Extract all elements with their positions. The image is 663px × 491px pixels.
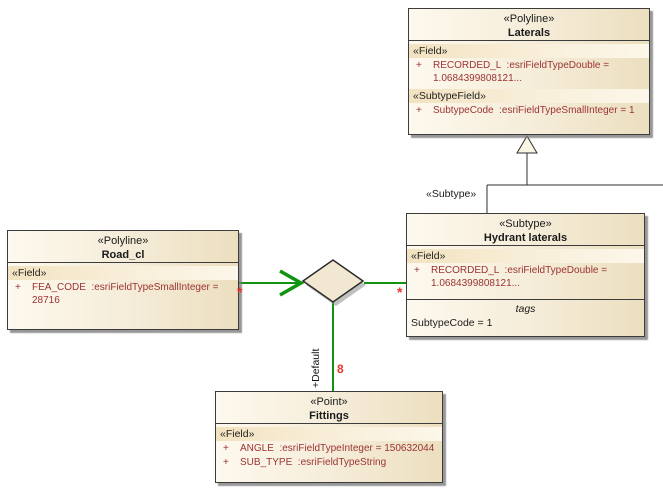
box-name: Hydrant laterals: [483, 232, 568, 244]
class-box-hydrant-laterals[interactable]: «Subtype» Hydrant laterals «Field» + REC…: [406, 213, 645, 337]
box-header: «Point» Fittings: [216, 392, 442, 424]
field-text: SubtypeCode :esriFieldTypeSmallInteger =…: [433, 105, 635, 116]
field-stereotype-band: «Field»: [216, 427, 442, 441]
field-text: RECORDED_L :esriFieldTypeDouble =: [433, 60, 610, 71]
visibility-plus: +: [223, 457, 229, 468]
association-role-label: +Default: [310, 348, 322, 388]
visibility-plus: +: [223, 443, 229, 454]
field-row: + SubtypeCode :esriFieldTypeSmallInteger…: [409, 103, 649, 117]
field-text: RECORDED_L :esriFieldTypeDouble =: [431, 265, 608, 276]
class-box-fittings[interactable]: «Point» Fittings «Field» + ANGLE :esriFi…: [215, 391, 443, 483]
box-name: Laterals: [507, 27, 551, 39]
box-header: «Subtype» Hydrant laterals: [407, 214, 644, 246]
box-name: Road_cl: [101, 249, 145, 261]
box-header: «Polyline» Laterals: [409, 9, 649, 41]
stereotype-label: «Polyline»: [503, 13, 555, 25]
field-row: + ANGLE :esriFieldTypeInteger = 15063204…: [216, 441, 442, 455]
field-stereotype-band: «Field»: [8, 266, 238, 280]
field-value: 1.0684399808121...: [433, 73, 522, 84]
class-box-road-cl[interactable]: «Polyline» Road_cl «Field» + FEA_CODE :e…: [7, 230, 239, 330]
field-row: + FEA_CODE :esriFieldTypeSmallInteger = 2…: [8, 280, 238, 307]
box-header: «Polyline» Road_cl: [8, 231, 238, 263]
field-stereotype-band: «Field»: [409, 44, 649, 58]
class-box-laterals[interactable]: «Polyline» Laterals «Field» + RECORDED_L…: [408, 8, 650, 135]
box-name: Fittings: [309, 410, 349, 422]
stereotype-label: «Polyline»: [97, 235, 149, 247]
fields-compartment: «Field» + ANGLE :esriFieldTypeInteger = …: [216, 427, 442, 469]
multiplicity-label-road: *: [237, 284, 243, 300]
stereotype-label: «Subtype»: [499, 218, 552, 230]
generalization-triangle-arrow: [516, 135, 538, 154]
tags-title: tags: [515, 303, 536, 315]
visibility-plus: +: [15, 282, 21, 293]
field-row: + SUB_TYPE :esriFieldTypeString: [216, 455, 442, 469]
field-text: FEA_CODE :esriFieldTypeSmallInteger =: [32, 282, 219, 293]
field-row: + RECORDED_L :esriFieldTypeDouble = 1.068…: [407, 263, 644, 290]
visibility-plus: +: [416, 105, 422, 116]
subtypefield-stereotype-band: «SubtypeField»: [409, 89, 649, 103]
tag-value: SubtypeCode = 1: [411, 317, 493, 329]
field-text: SUB_TYPE :esriFieldTypeString: [240, 457, 387, 468]
generalization-connector[interactable]: [486, 135, 663, 213]
fields-compartment: «Field» + RECORDED_L :esriFieldTypeDoubl…: [409, 44, 649, 117]
fields-compartment: «Field» + RECORDED_L :esriFieldTypeDoubl…: [407, 249, 644, 299]
association-road-connector[interactable]: [239, 269, 305, 297]
aggregation-diamond[interactable]: [301, 259, 366, 306]
fields-compartment: «Field» + FEA_CODE :esriFieldTypeSmallIn…: [8, 266, 238, 307]
multiplicity-label-fittings: 8: [337, 362, 344, 376]
visibility-plus: +: [414, 265, 420, 276]
association-arrowhead: [279, 269, 305, 297]
field-row: + RECORDED_L :esriFieldTypeDouble = 1.068…: [409, 58, 649, 85]
stereotype-label: «Point»: [310, 396, 348, 408]
field-value: 28716: [32, 295, 60, 306]
field-value: 1.0684399808121...: [431, 278, 520, 289]
field-stereotype-band: «Field»: [407, 249, 644, 263]
visibility-plus: +: [416, 60, 422, 71]
generalization-set-label: «Subtype»: [426, 188, 477, 200]
field-text: ANGLE :esriFieldTypeInteger = 150632044: [240, 443, 435, 454]
tags-compartment: tags SubtypeCode = 1: [407, 299, 644, 330]
multiplicity-label-hydrant: *: [397, 284, 403, 300]
